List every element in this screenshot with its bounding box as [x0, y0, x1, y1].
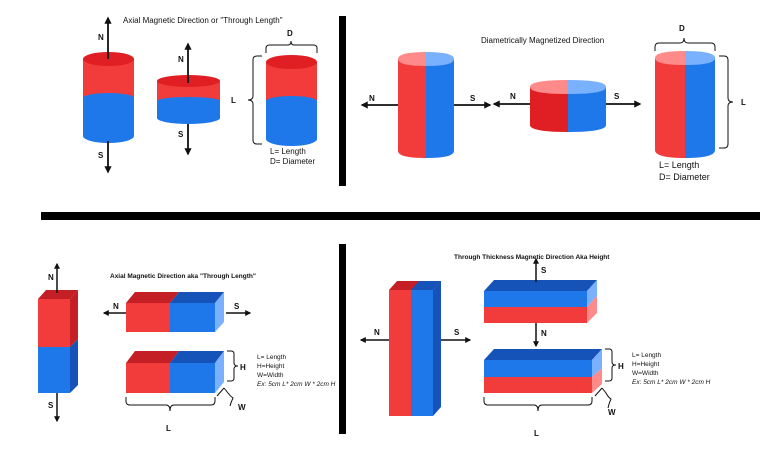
legend-length: L= Length: [257, 354, 286, 361]
dimension-block: [484, 349, 602, 393]
length-bracket: [247, 55, 262, 145]
dimension-cylinder: [655, 51, 715, 158]
dim-d-label: D: [287, 29, 293, 38]
pole-s-label: S: [470, 94, 476, 103]
panel-through-thickness: Through Thickness Magnetic Direction Aka…: [359, 254, 711, 438]
pole-n-label: N: [113, 302, 119, 311]
vertical-divider-bottom: [339, 244, 346, 434]
vertical-cylinder: [398, 52, 454, 158]
legend-height: H=Height: [257, 363, 284, 370]
pole-s-label: S: [454, 328, 460, 337]
diameter-bracket: [265, 40, 318, 53]
pole-s-label: S: [614, 92, 620, 101]
legend-example: Ex: 5cm L* 2cm W * 2cm H: [257, 381, 336, 388]
legend-length: L= Length: [659, 160, 699, 170]
panel-diametric: Diametrically Magnetized Direction N S N…: [360, 24, 746, 182]
pole-s-label: S: [48, 401, 54, 410]
dim-h-label: H: [240, 363, 246, 372]
dim-w-label: W: [238, 403, 246, 412]
pole-n-label: N: [374, 328, 380, 337]
diameter-bracket: [654, 37, 716, 51]
dim-d-label: D: [679, 24, 685, 33]
legend-width: W=Width: [632, 370, 659, 377]
panel-axial-block: Axial Magnetic Direction aka "Through Le…: [38, 262, 336, 433]
tall-cylinder: [83, 52, 134, 143]
legend-diameter: D= Diameter: [659, 172, 710, 182]
dim-l-label: L: [166, 424, 171, 433]
vertical-divider-top: [339, 16, 346, 186]
pole-n-label: N: [178, 55, 184, 64]
dim-l-label: L: [231, 96, 236, 105]
dim-w-label: W: [608, 408, 616, 417]
dimension-block: [126, 351, 224, 393]
pole-s-label: S: [541, 266, 547, 275]
pole-s-label: S: [98, 151, 104, 160]
legend-height: H=Height: [632, 361, 659, 368]
panel-title: Axial Magnetic Direction aka "Through Le…: [110, 273, 256, 280]
length-bracket: [125, 397, 216, 412]
horizontal-block: [126, 292, 224, 332]
dim-l-label: L: [534, 429, 539, 438]
pole-n-label: N: [369, 94, 375, 103]
dimension-cylinder: [266, 55, 317, 146]
panel-title: Through Thickness Magnetic Direction Aka…: [454, 254, 610, 261]
height-bracket: [605, 348, 617, 382]
panel-title: Axial Magnetic Direction or "Through Len…: [123, 16, 283, 25]
pole-n-label: N: [98, 33, 104, 42]
panel-title: Diametrically Magnetized Direction: [481, 36, 604, 45]
pole-s-label: S: [234, 302, 240, 311]
flat-block: [484, 280, 597, 323]
pole-n-label: N: [541, 329, 547, 338]
legend-diameter: D= Diameter: [270, 157, 315, 166]
legend-length: L= Length: [270, 147, 306, 156]
panel-axial-cylinder: Axial Magnetic Direction or "Through Len…: [83, 16, 318, 174]
dim-h-label: H: [618, 362, 624, 371]
pole-n-label: N: [510, 92, 516, 101]
vertical-block: [38, 290, 78, 393]
disc-cylinder: [530, 80, 606, 132]
legend-example: Ex: 5cm L* 2cm W * 2cm H: [632, 379, 711, 386]
width-bracket: [216, 387, 234, 407]
horizontal-divider: [41, 212, 760, 220]
length-bracket: [719, 55, 734, 149]
dim-l-label: L: [741, 98, 746, 107]
pole-s-label: S: [178, 130, 184, 139]
vertical-block: [389, 281, 441, 416]
legend-length: L= Length: [632, 352, 661, 359]
width-bracket: [594, 387, 612, 409]
height-bracket: [227, 350, 239, 382]
legend-width: W=Width: [257, 372, 284, 379]
length-bracket: [483, 397, 593, 412]
pole-n-label: N: [48, 273, 54, 282]
